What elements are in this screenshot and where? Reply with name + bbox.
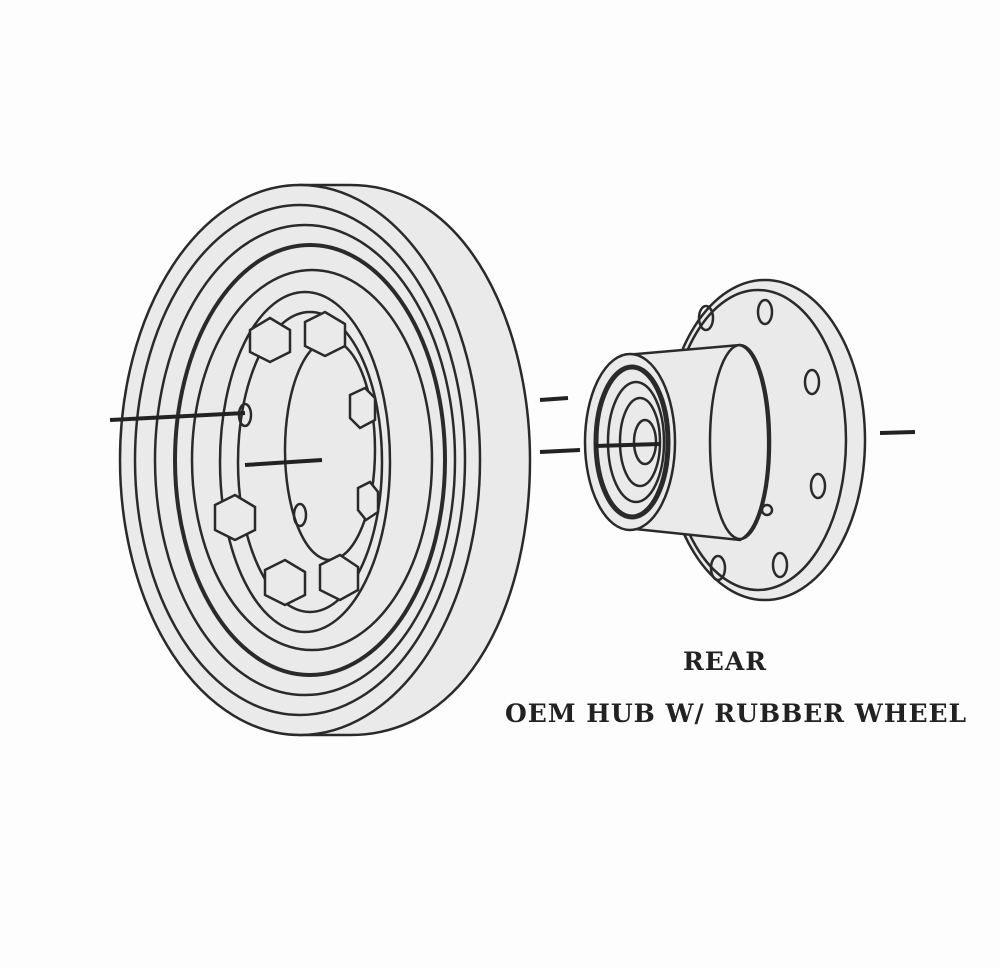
oem-hub bbox=[583, 278, 867, 602]
axis-dash bbox=[539, 448, 581, 454]
label-description: OEM HUB W/ RUBBER WHEEL bbox=[505, 699, 967, 728]
lug-nuts bbox=[213, 310, 380, 607]
axis-dash bbox=[879, 430, 916, 435]
hub-face bbox=[583, 352, 677, 532]
flange-bolt-holes bbox=[697, 298, 827, 582]
rubber-wheel bbox=[109, 183, 532, 737]
axis-line bbox=[109, 411, 246, 422]
axis-dash bbox=[539, 396, 569, 402]
label-rear: REAR bbox=[683, 647, 767, 676]
